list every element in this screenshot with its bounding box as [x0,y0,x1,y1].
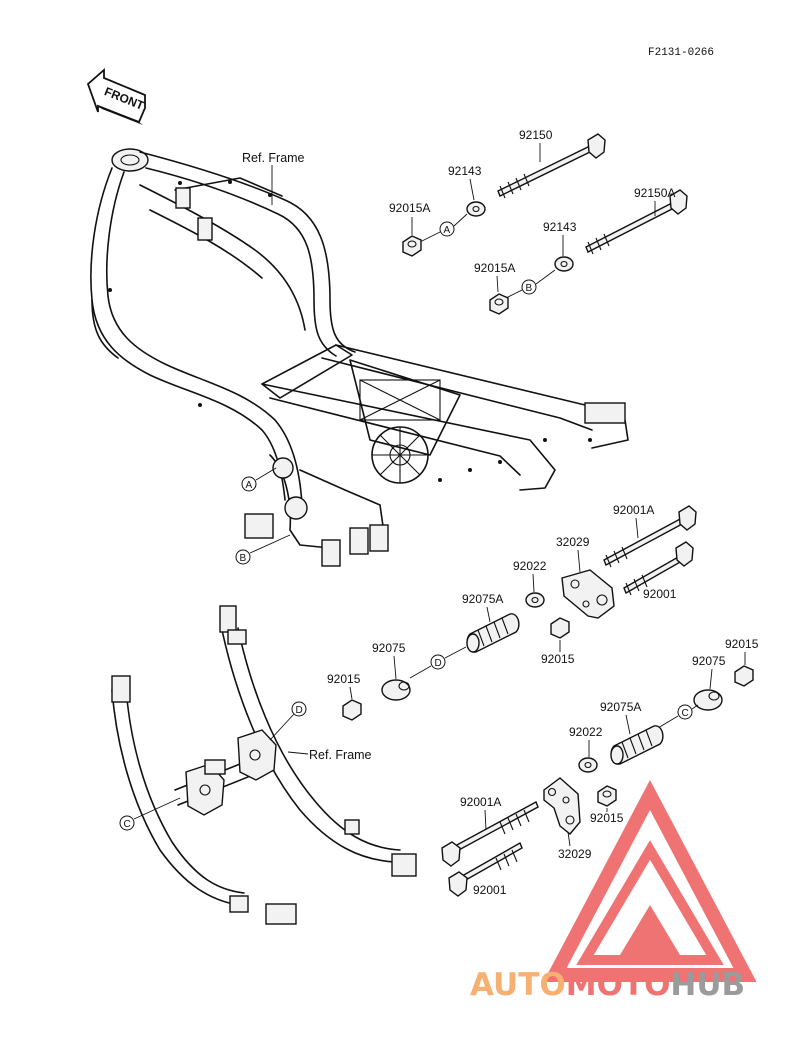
bolt-92001a-1 [603,505,697,568]
label-92015-3: 92015 [725,637,759,651]
washer-92143-2 [554,256,574,272]
bolt-92001-2 [448,841,523,897]
label-92075-2: 92075 [692,654,726,668]
callout-a-bolt: A [419,213,468,243]
callout-c-right: C [657,704,699,729]
nut-92015a-2 [489,293,509,315]
nut-92015a-1 [402,235,422,257]
svg-text:D: D [435,658,442,669]
svg-text:D: D [296,705,303,716]
bracket-32029-2 [543,777,581,835]
ref-frame-label-bottom: Ref. Frame [309,748,372,762]
bushing-92075-2 [693,689,723,711]
label-92143-2: 92143 [543,220,577,234]
label-92001-2: 92001 [473,883,507,897]
ref-frame-label-top: Ref. Frame [242,151,305,165]
bushing-92075-1 [381,679,411,701]
label-92015a-1: 92015A [389,201,430,215]
label-92022-1: 92022 [513,559,547,573]
nut-92015-3 [734,665,754,687]
label-92075a-2: 92075A [600,700,641,714]
callout-d-bottom: D [269,701,307,741]
callout-b-bolt: B [505,269,556,299]
label-32029-1: 32029 [556,535,590,549]
svg-text:C: C [682,708,689,719]
front-arrow-icon: FRONT [86,68,147,125]
washer-92022-1 [525,592,545,608]
bolt-92001-1 [623,541,694,596]
motorcycle-frame [90,148,629,567]
svg-text:B: B [240,553,247,564]
spacer-92075a-1 [466,613,520,653]
label-92015-4: 92015 [590,811,624,825]
bracket-32029-1 [561,569,615,619]
label-92150a: 92150A [634,186,675,200]
nut-92015-2 [342,699,362,721]
label-92075-1: 92075 [372,641,406,655]
label-92022-2: 92022 [569,725,603,739]
svg-text:A: A [444,225,451,236]
label-92150: 92150 [519,128,553,142]
label-92015-1: 92015 [541,652,575,666]
callout-a-frame: A [241,467,277,492]
label-92001a-2: 92001A [460,795,501,809]
washer-92022-2 [578,757,598,773]
label-92001a-1: 92001A [613,503,654,517]
callout-d-mid: D [409,646,467,679]
svg-text:A: A [246,480,253,491]
washer-92143-1 [466,201,486,217]
callout-c-bottom: C [119,797,181,831]
label-92001-1: 92001 [643,587,677,601]
spacer-92075a-2 [610,725,664,765]
watermark-text: AUTOMOTOHUB [470,967,745,1003]
nut-92015-4 [597,785,617,807]
front-downtube-assembly [111,605,417,925]
label-92015a-2: 92015A [474,261,515,275]
callout-b-frame: B [235,534,291,565]
bolt-92001a-2 [441,801,539,867]
nut-92015-1 [550,617,570,639]
bolt-92150a [585,189,688,255]
automotohub-watermark-logo: AUTOMOTOHUB [470,780,757,1003]
label-92143-1: 92143 [448,164,482,178]
label-92015-2: 92015 [327,672,361,686]
diagram-code: F2131-0266 [648,47,714,59]
svg-text:C: C [124,819,131,830]
bolt-92150 [497,133,606,199]
svg-text:B: B [526,283,533,294]
label-32029-2: 32029 [558,847,592,861]
label-92075a-1: 92075A [462,592,503,606]
